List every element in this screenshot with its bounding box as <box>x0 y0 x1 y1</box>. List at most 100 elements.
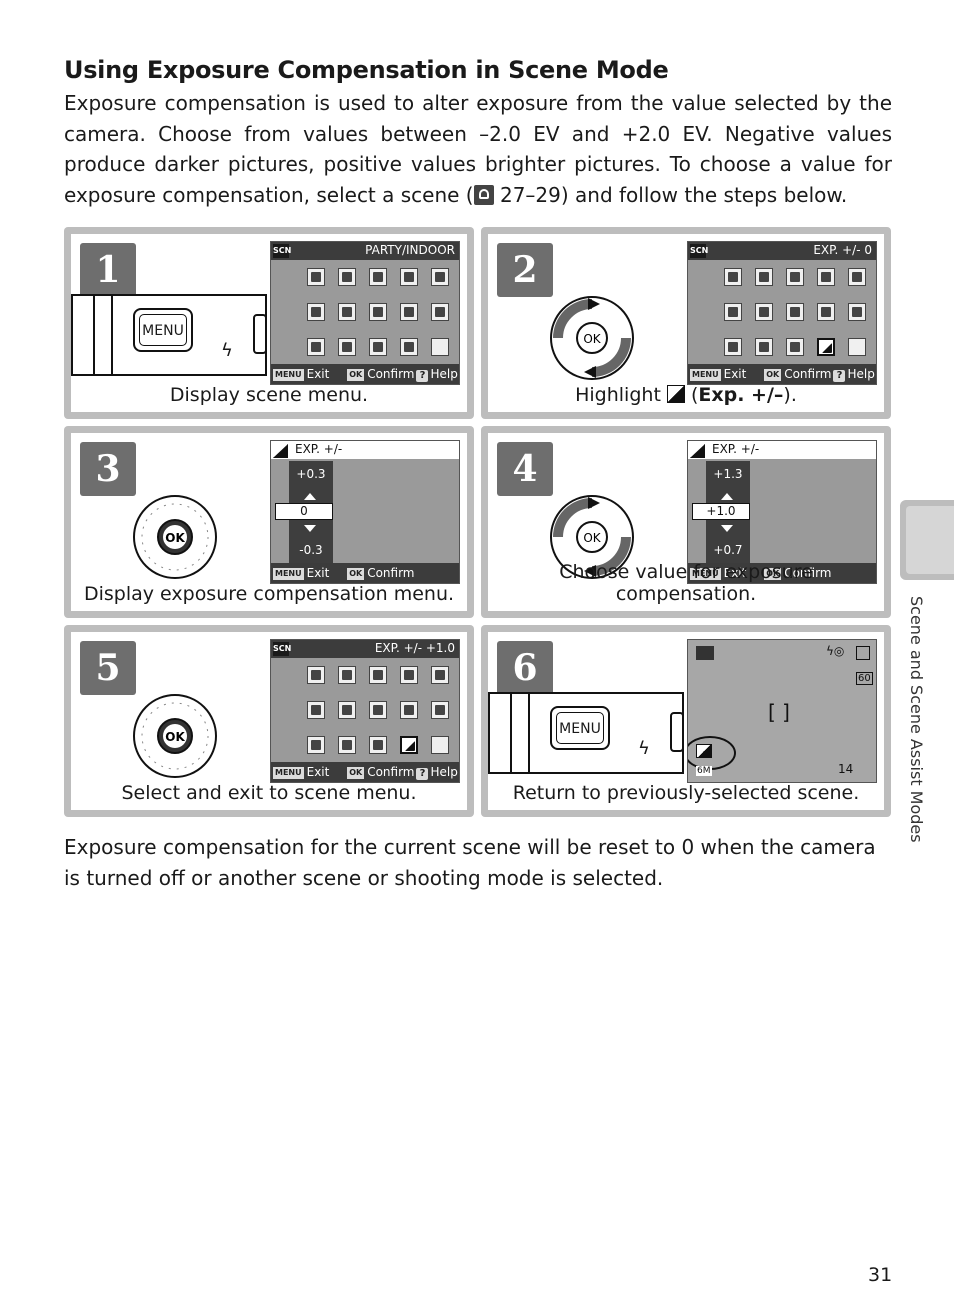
menu-key-icon: MENU <box>690 568 721 580</box>
camera-strap <box>93 294 113 376</box>
menu-key-icon: MENU <box>273 568 304 580</box>
selected-value: +1.0 <box>692 503 750 520</box>
step-caption: Highlight (Exp. +/–). <box>488 384 884 406</box>
screen-header: EXP. +/- <box>688 441 876 459</box>
dial-ok-label: OK <box>165 730 185 744</box>
up-arrow-icon <box>304 493 316 500</box>
beach-scene-icon <box>817 268 835 286</box>
exit-label: Exit <box>306 566 330 580</box>
step-6-inner: 6 MENU ϟ ϟ◎ 60 [ ] 6M 14 Return to previ… <box>488 632 884 810</box>
screen-header: SCN EXP. +/- 0 <box>688 242 876 260</box>
step-1-inner: 1 MENU ϟ SCN PARTY/INDOOR <box>71 234 467 412</box>
help-label: Help <box>847 367 875 381</box>
step-number: 2 <box>497 243 553 297</box>
step-caption: Return to previously-selected scene. <box>512 782 860 804</box>
copy-scene-icon <box>848 303 866 321</box>
exit-label: Exit <box>306 367 330 381</box>
dial-ok-label: OK <box>165 531 185 545</box>
flash-icon: ϟ <box>221 340 233 361</box>
confirm-label: Confirm <box>367 367 415 381</box>
section-title: Using Exposure Compensation in Scene Mod… <box>64 56 669 84</box>
beach-scene-icon <box>400 268 418 286</box>
exit-label: Exit <box>723 566 747 580</box>
menu-key-icon: MENU <box>273 369 304 381</box>
portrait-scene-icon <box>307 268 325 286</box>
step-number: 1 <box>80 243 136 297</box>
sunset-scene-icon <box>848 268 866 286</box>
help-key-icon: ? <box>416 768 429 780</box>
caption-text: ). <box>783 384 797 406</box>
ok-key-icon: OK <box>764 568 782 580</box>
fireworks-scene-icon <box>400 303 418 321</box>
confirm-label: Confirm <box>784 367 832 381</box>
screen-title: EXP. +/- 0 <box>813 243 872 257</box>
exp-comp-icon <box>690 444 705 458</box>
shooting-screen: ϟ◎ 60 [ ] 6M 14 <box>687 639 877 783</box>
step-number: 5 <box>80 641 136 695</box>
exp-comp-icon <box>400 338 418 356</box>
menu-button: MENU <box>133 308 193 352</box>
exp-comp-icon-highlighted <box>817 338 835 356</box>
sports-scene-icon <box>755 268 773 286</box>
panorama-scene-icon <box>338 736 356 754</box>
ok-key-icon: OK <box>764 369 782 381</box>
museum-scene-icon <box>369 303 387 321</box>
ok-key-icon: OK <box>347 767 365 779</box>
screen-header: SCN PARTY/INDOOR <box>271 242 459 260</box>
exp-comp-icon-highlighted <box>400 736 418 754</box>
confirm-label: Confirm <box>367 765 415 779</box>
caption-text: Highlight <box>575 384 667 406</box>
caption-bold: Exp. +/– <box>698 384 784 406</box>
help-key-icon: ? <box>416 370 429 382</box>
caption-text: ( <box>684 384 699 406</box>
backlight-scene-icon <box>724 338 742 356</box>
internal-memory-icon <box>856 646 870 660</box>
intro-text-1: Exposure compensation is used to alter e… <box>64 91 892 207</box>
menu-button: MENU <box>550 706 610 750</box>
dusk-scene-icon <box>369 338 387 356</box>
image-quality-indicator: 6M <box>696 766 712 776</box>
exit-label: Exit <box>723 367 747 381</box>
step-2-panel: 2 OK SCN EXP. +/- 0 <box>481 227 891 419</box>
flower-scene-icon <box>338 701 356 719</box>
scene-icon <box>473 184 494 205</box>
empty-cell <box>431 338 449 356</box>
screen-header: SCN EXP. +/- +1.0 <box>271 640 459 658</box>
ok-button-press-icon: OK <box>133 694 217 778</box>
flash-mode-icon: ϟ◎ <box>826 644 845 658</box>
down-arrow-icon <box>304 525 316 532</box>
portrait-scene-icon <box>307 666 325 684</box>
flash-icon: ϟ <box>638 738 650 759</box>
step-2-inner: 2 OK SCN EXP. +/- 0 <box>488 234 884 412</box>
copy-scene-icon <box>431 303 449 321</box>
ok-key-icon: OK <box>347 568 365 580</box>
camera-body <box>71 294 267 376</box>
step-caption: Display scene menu. <box>169 384 369 406</box>
dial-ok-label: OK <box>583 531 601 545</box>
museum-scene-icon <box>786 303 804 321</box>
copy-scene-icon <box>431 701 449 719</box>
scn-icon: SCN <box>273 244 291 258</box>
ok-button-press-icon: OK <box>133 495 217 579</box>
camera-strap <box>510 692 530 774</box>
value-above: +1.3 <box>713 467 743 481</box>
focus-brackets-icon: [ ] <box>768 700 790 724</box>
sunset-scene-icon <box>431 268 449 286</box>
screen-title: PARTY/INDOOR <box>365 243 455 257</box>
sunset-scene-icon <box>431 666 449 684</box>
step-6-panel: 6 MENU ϟ ϟ◎ 60 [ ] 6M 14 Return to previ… <box>481 625 891 817</box>
exp-comp-icon <box>666 385 685 403</box>
screen-title: EXP. +/- +1.0 <box>374 641 455 655</box>
party-scene-icon <box>724 303 742 321</box>
camera-edge <box>670 712 684 752</box>
empty-cell <box>848 338 866 356</box>
ok-key-icon: OK <box>347 369 365 381</box>
value-below: -0.3 <box>299 543 323 557</box>
